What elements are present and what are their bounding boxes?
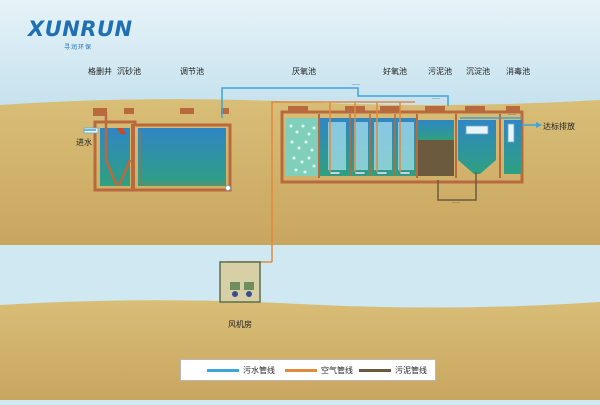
label-blower-room: 风机房 — [228, 320, 252, 329]
equalization-water — [138, 128, 226, 186]
label-settling-tank: 沉淀池 — [466, 67, 490, 76]
pipe-tag: —— — [352, 82, 360, 87]
label-aerobic-tank: 好氧池 — [383, 67, 407, 76]
label-disinfection-tank: 消毒池 — [506, 67, 530, 76]
pipe-tag: —— — [508, 112, 516, 117]
sewage-pipes — [84, 87, 542, 131]
label-inlet: 进水 — [76, 138, 92, 147]
legend-swatch — [207, 369, 239, 372]
label-grille-well: 格删井 — [88, 67, 112, 76]
grille-well-water — [100, 128, 130, 186]
label-equalization-tank: 调节池 — [180, 67, 204, 76]
brand-name: XUNRUN — [28, 17, 133, 41]
blower-unit — [244, 282, 254, 290]
legend: 污水管线 空气管线 污泥管线 — [180, 359, 436, 381]
sky-band — [0, 245, 600, 305]
label-sludge-tank: 污泥池 — [428, 67, 452, 76]
pipe-tag: —— — [432, 96, 440, 101]
pipe-tag: —— — [452, 200, 460, 205]
sky — [0, 0, 600, 105]
label-anoxic-tank: 厌氧池 — [292, 67, 316, 76]
sludge-zone — [418, 140, 454, 176]
sludge-pipes — [437, 172, 477, 201]
label-outlet: 达标排放 — [543, 122, 575, 131]
label-grit-chamber: 沉砂池 — [117, 67, 141, 76]
ground-lower — [0, 300, 600, 400]
brand-tagline: 寻润环保 — [64, 45, 93, 51]
legend-label: 污泥管线 — [395, 366, 427, 375]
brand-logo: XUNRUN 寻润环保 — [28, 18, 132, 51]
blower-room — [219, 261, 261, 303]
legend-swatch — [359, 369, 391, 372]
legend-label: 污水管线 — [243, 366, 275, 375]
legend-label: 空气管线 — [321, 366, 353, 375]
blower-unit — [230, 282, 240, 290]
legend-swatch — [285, 369, 317, 372]
